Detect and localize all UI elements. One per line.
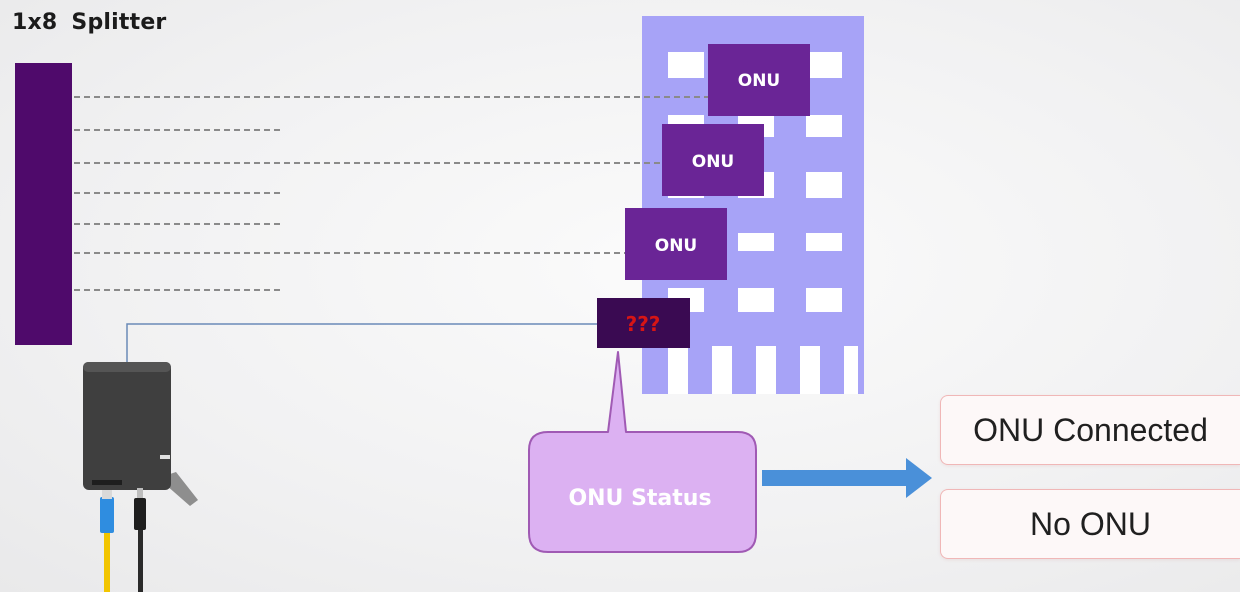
unknown-onu-box: ??? <box>597 298 690 348</box>
test-fiber-line <box>126 323 597 362</box>
usb-c-cable-icon <box>134 488 146 592</box>
right-arrow-icon <box>762 458 932 498</box>
onu-status-callout: ONU Status <box>528 351 757 553</box>
result-no-onu: No ONU <box>940 489 1240 559</box>
splitter-ratio: 1x8 <box>12 10 58 35</box>
sc-connector-icon <box>100 490 114 592</box>
onu-box-1: ONU <box>708 44 810 116</box>
result-onu-connected-label: ONU Connected <box>973 411 1208 448</box>
splitter-output-lines <box>74 96 708 291</box>
splitter-bar-icon <box>15 63 72 345</box>
unknown-onu-label: ??? <box>626 312 661 336</box>
splitter-label: Splitter <box>71 10 167 35</box>
onu-label: ONU <box>655 236 697 256</box>
pon-tester-device-icon <box>83 362 198 506</box>
onu-box-3: ONU <box>625 208 727 280</box>
diagram-title: 1x8 Splitter <box>12 10 167 35</box>
result-onu-connected: ONU Connected <box>940 395 1240 465</box>
onu-label: ONU <box>692 152 734 172</box>
onu-status-label: ONU Status <box>568 486 711 511</box>
onu-box-2: ONU <box>662 124 764 196</box>
onu-label: ONU <box>738 71 780 91</box>
result-no-onu-label: No ONU <box>1030 505 1151 542</box>
